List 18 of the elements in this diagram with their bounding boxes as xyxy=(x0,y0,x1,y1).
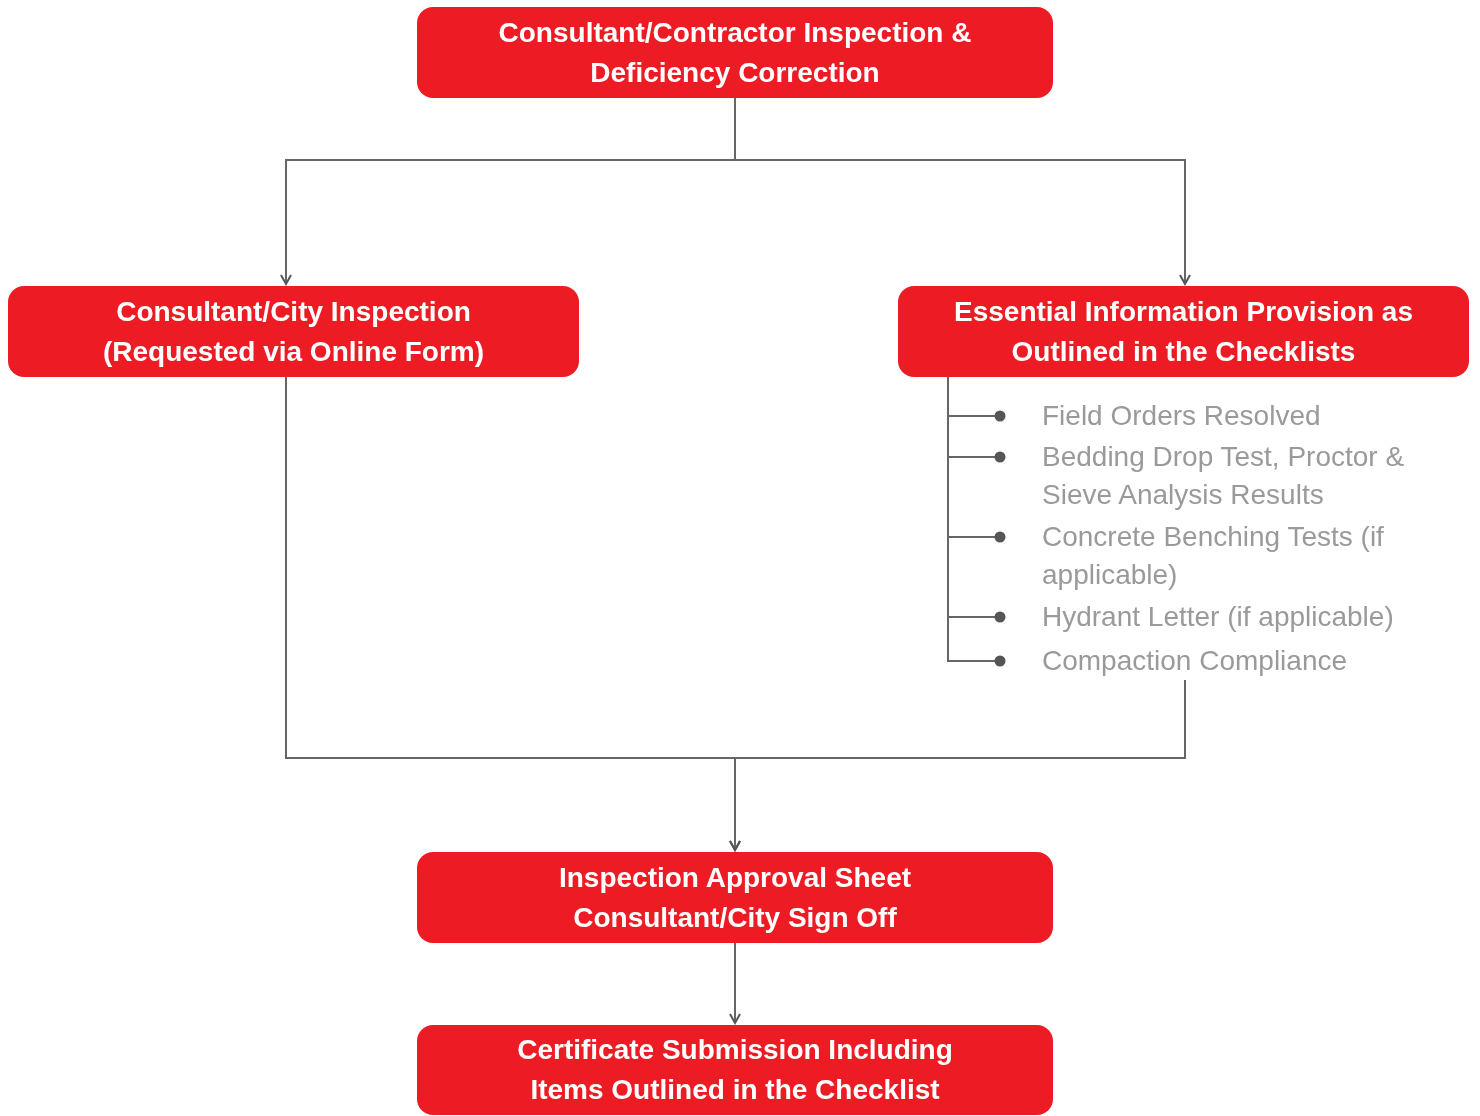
bullet-connector xyxy=(947,376,1006,667)
process-box xyxy=(417,852,1053,943)
box-label: Inspection Approval Sheet Consultant/City Sign Off xyxy=(557,860,913,935)
checklist-item: Hydrant Letter (if applicable) xyxy=(1042,598,1462,636)
arrow xyxy=(729,942,741,1024)
process-box xyxy=(898,286,1469,377)
box-label: Consultant/City Inspection (Requested via Online Form) xyxy=(101,294,486,369)
process-box xyxy=(417,7,1053,98)
box-label: Essential Information Provision as Outlined in the Checklists xyxy=(953,294,1414,369)
checklist-item: Bedding Drop Test, Proctor & Sieve Analysis Results xyxy=(1042,438,1462,514)
checklist-item: Field Orders Resolved xyxy=(1042,397,1462,435)
checklist-item: Concrete Benching Tests (if applicable) xyxy=(1042,518,1402,594)
box-label: Consultant/Contractor Inspection & Deficiency Correction xyxy=(497,15,973,90)
box-label: Certificate Submission Including Items Outlined in the Checklist xyxy=(516,1033,954,1107)
process-box xyxy=(417,1025,1053,1115)
checklist-item: Compaction Compliance xyxy=(1042,642,1462,680)
process-box xyxy=(8,286,579,377)
arrow xyxy=(729,679,1186,851)
